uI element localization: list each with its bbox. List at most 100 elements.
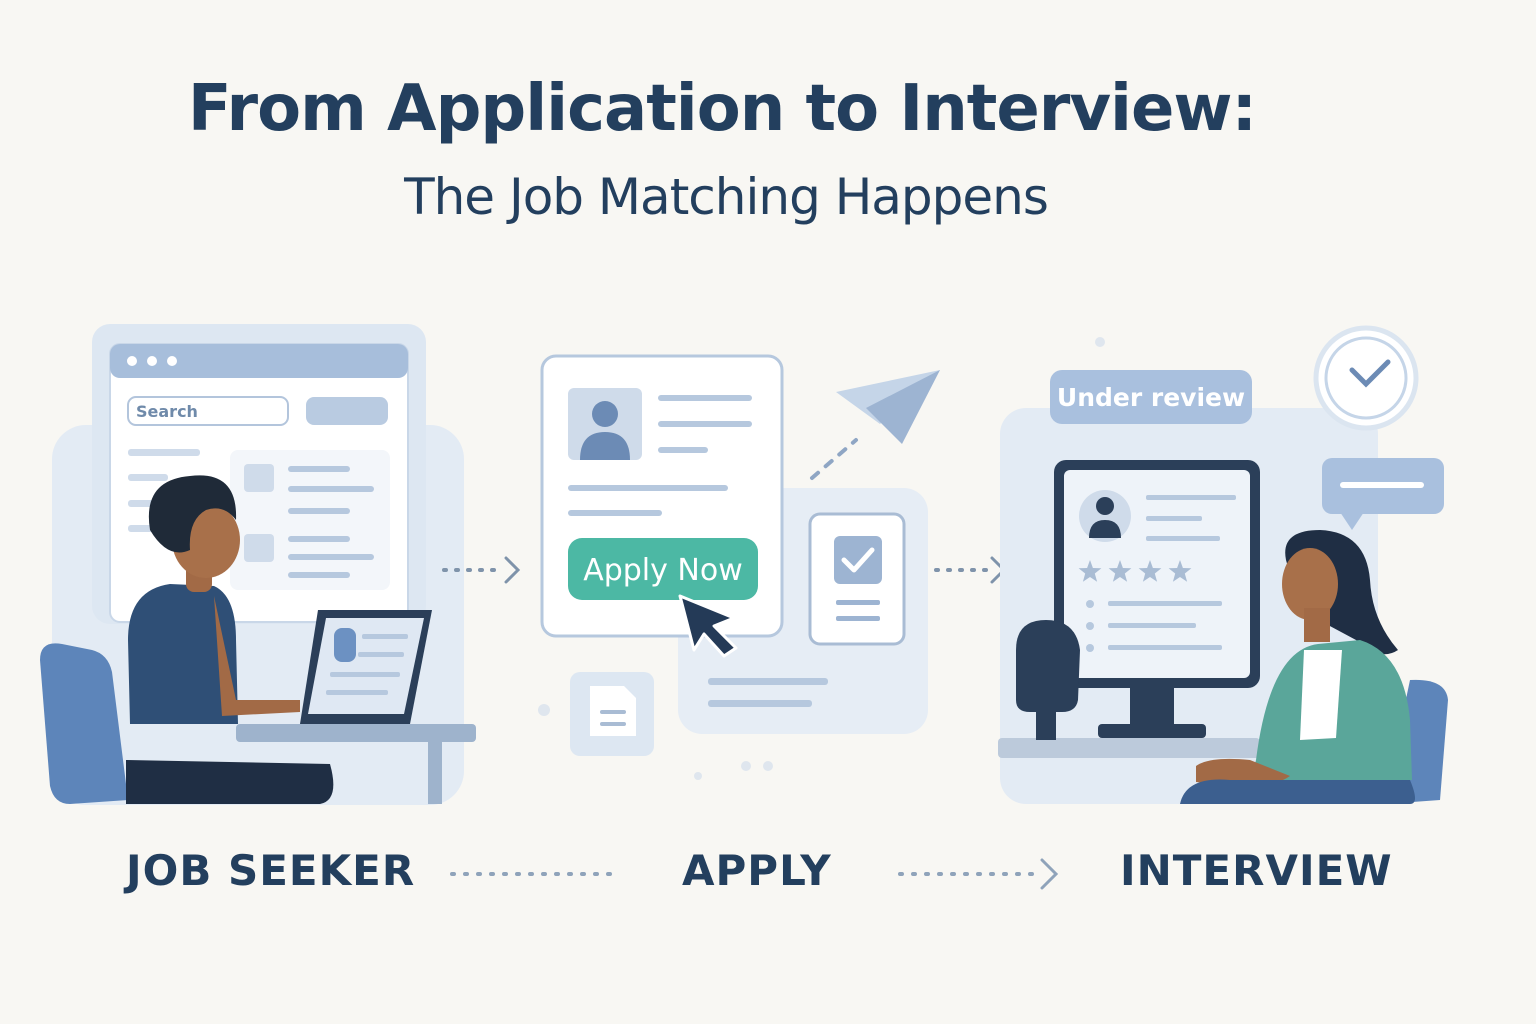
backdrop-line: [708, 678, 828, 685]
interviewer-lap: [1180, 779, 1415, 804]
stage-label-interview: INTERVIEW: [1120, 846, 1393, 895]
seeker-chair: [40, 643, 128, 804]
clock-hands: [1349, 359, 1391, 388]
under-review-badge-bg: [1050, 370, 1252, 424]
plane-trail: [810, 438, 858, 480]
job-seeker-scene: Search: [40, 324, 476, 805]
interviewer-neck: [1304, 608, 1330, 642]
interview-monitor: [1054, 460, 1260, 738]
laptop-line: [330, 672, 400, 677]
card-line: [568, 510, 662, 516]
window-dot-icon: [127, 356, 137, 366]
card-line: [568, 485, 728, 491]
seeker-laptop: [300, 610, 432, 724]
seeker-hair: [148, 475, 237, 553]
checkbox-icon: [834, 536, 882, 584]
result-line: [288, 536, 350, 542]
cursor-icon: [678, 594, 738, 658]
interviewer-person: [1180, 530, 1415, 804]
monitor-base: [1098, 724, 1206, 738]
laptop-line: [358, 652, 404, 657]
paper-plane-body: [866, 370, 940, 444]
card-line: [658, 395, 752, 401]
document-line: [600, 710, 626, 714]
chair-stem: [1036, 710, 1056, 740]
window-dot-icon: [167, 356, 177, 366]
chair-back-front: [1016, 620, 1080, 712]
interview-scene: Under review: [998, 325, 1448, 804]
seeker-torso: [128, 584, 238, 724]
decor-dot: [1095, 337, 1105, 347]
window-dot-icon: [147, 356, 157, 366]
under-review-label: Under review: [1057, 383, 1245, 412]
card-line: [658, 421, 752, 427]
chat-bubble-line: [1340, 482, 1424, 488]
profile-line: [1108, 645, 1222, 650]
profile-line: [1108, 601, 1222, 606]
star-rating: [1078, 560, 1192, 582]
diagram-title: From Application to Interview:: [187, 72, 1257, 146]
check-mark-icon: [841, 547, 875, 573]
browser-titlebar: [110, 344, 408, 378]
checklist-line: [836, 616, 880, 621]
clock-icon: [1313, 325, 1419, 431]
star-icon: [1168, 560, 1192, 582]
paper-plane-icon: [836, 370, 940, 444]
search-input[interactable]: [127, 396, 289, 426]
backdrop-line: [708, 700, 812, 707]
laptop-screen: [308, 618, 424, 714]
bullet-dot: [1086, 644, 1094, 652]
profile-line: [1108, 623, 1196, 628]
clock-rim: [1324, 336, 1408, 420]
connector-arrow-2: [934, 556, 1007, 584]
result-thumbnail: [244, 464, 274, 492]
document-line: [600, 722, 626, 726]
laptop-line: [362, 634, 408, 639]
avatar-icon: [1096, 497, 1114, 515]
result-line: [288, 466, 350, 472]
sidebar-line: [128, 449, 200, 456]
chevron-right-icon: [1040, 858, 1059, 890]
desk-top: [236, 724, 476, 742]
card-line: [658, 447, 708, 453]
bullet-dot: [1086, 600, 1094, 608]
apply-now-button-bg[interactable]: [568, 538, 758, 600]
profile-line: [1146, 516, 1202, 521]
result-line: [288, 508, 350, 514]
laptop-avatar: [334, 628, 356, 662]
result-thumbnail: [244, 534, 274, 562]
avatar-icon: [592, 401, 618, 427]
decor-dot: [538, 704, 550, 716]
result-line: [288, 554, 374, 560]
apply-now-label: Apply Now: [583, 553, 743, 588]
apply-now-button[interactable]: Apply Now: [568, 538, 758, 600]
star-icon: [1078, 560, 1102, 582]
stage-label-job-seeker: JOB SEEKER: [126, 846, 416, 895]
diagram-subtitle: The Job Matching Happens: [404, 168, 1049, 226]
monitor-stand: [1130, 688, 1174, 726]
seeker-legs: [126, 760, 334, 804]
laptop-line: [326, 690, 388, 695]
checklist-line: [836, 600, 880, 605]
star-icon: [1108, 560, 1132, 582]
apply-scene: Apply Now: [538, 354, 940, 780]
result-line: [288, 572, 350, 578]
chat-bubble-icon: [1322, 458, 1444, 530]
profile-line: [1146, 536, 1220, 541]
under-review-badge: Under review: [1050, 370, 1252, 424]
search-placeholder: Search: [136, 402, 198, 421]
result-line: [288, 486, 374, 492]
decor-dot: [763, 761, 773, 771]
chevron-right-icon: [504, 556, 521, 584]
stage-label-apply: APPLY: [682, 846, 832, 895]
avatar-body: [1089, 520, 1121, 538]
search-button[interactable]: [306, 397, 388, 425]
interview-chair-back: [1016, 620, 1080, 740]
job-seeker-person: [126, 475, 334, 804]
profile-line: [1146, 495, 1236, 500]
avatar-body: [580, 432, 630, 460]
seeker-arm: [214, 596, 300, 716]
interviewer-face: [1282, 548, 1338, 620]
desk-leg: [428, 740, 442, 804]
bullet-dot: [1086, 622, 1094, 630]
